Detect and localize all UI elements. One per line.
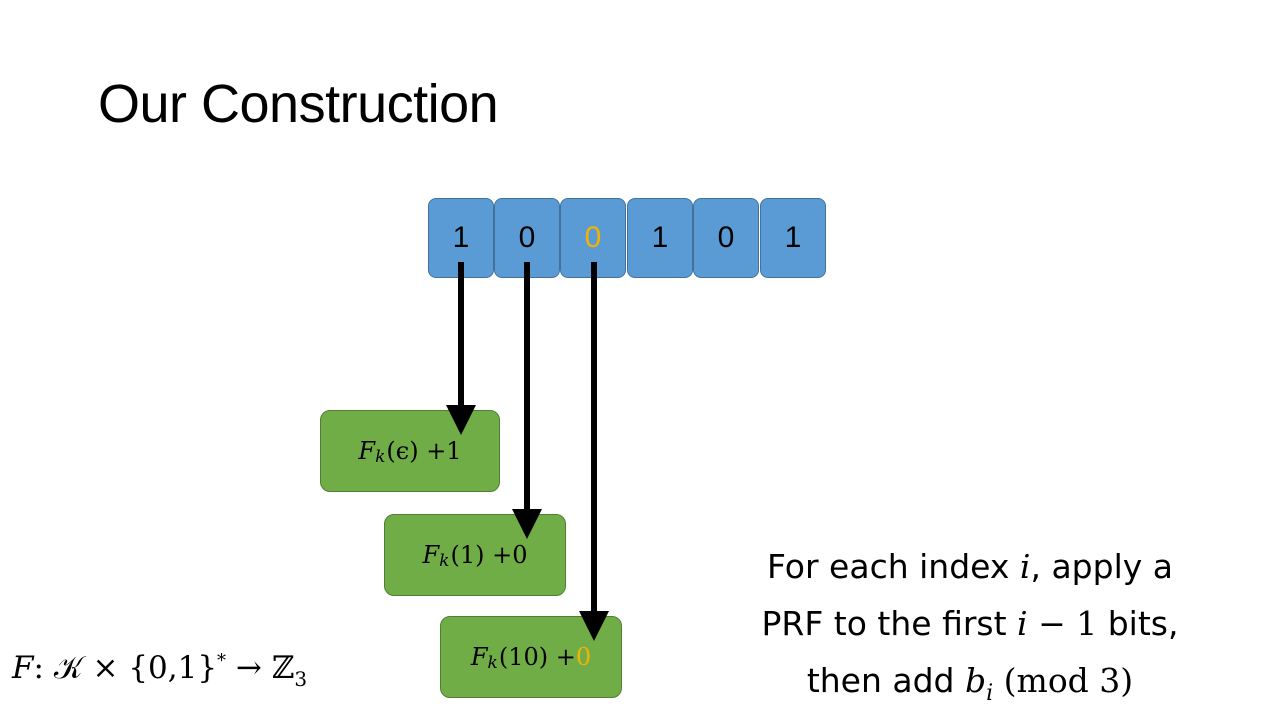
prf-value: 0: [512, 541, 528, 569]
description-line-2: PRF to the first i − 1 bits,: [761, 604, 1179, 643]
description-line-1: For each index i, apply a: [767, 547, 1173, 586]
bit-cell: 1: [627, 198, 693, 278]
prf-key: k: [439, 551, 450, 571]
prf-key: k: [487, 653, 498, 673]
prf-fn: F: [470, 643, 488, 671]
bit-cell: 1: [760, 198, 826, 278]
description-text: For each index i, apply a PRF to the fir…: [700, 538, 1240, 714]
bit-cell: 0: [494, 198, 560, 278]
prf-key: k: [375, 447, 386, 467]
prf-value: 1: [446, 437, 462, 465]
description-line-3: then add bi (mod 3): [806, 661, 1134, 706]
prf-arg: (10) +: [498, 643, 576, 671]
prf-fn: F: [422, 541, 440, 569]
prf-arg: (1) +: [450, 541, 513, 569]
prf-value-highlighted: 0: [575, 643, 592, 671]
bit-cell: 0: [693, 198, 759, 278]
prf-fn: F: [358, 437, 376, 465]
prf-signature: F: 𝒦 × {0,1}* → ℤ3: [12, 650, 308, 691]
prf-arg: (ϵ) +: [386, 437, 447, 465]
slide-title: Our Construction: [98, 74, 499, 134]
